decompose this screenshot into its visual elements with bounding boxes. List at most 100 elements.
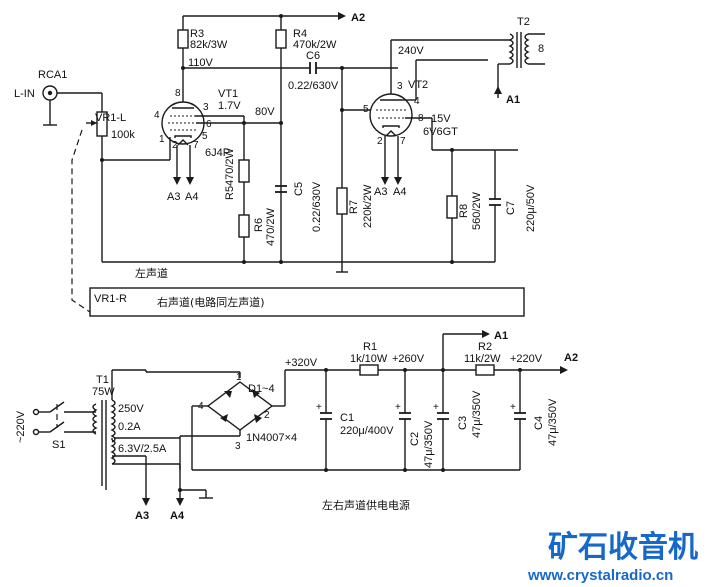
r8-label: R8 [458, 204, 470, 218]
heater-winding: 6.3V/2.5A [118, 443, 167, 455]
rail-a2-bottom: A2 [564, 352, 578, 364]
c3-label: C3 [457, 416, 469, 430]
t2-pin-8: 8 [538, 43, 544, 55]
r3-value: 82k/3W [190, 39, 228, 51]
node-80v: 80V [255, 106, 275, 118]
heater-out-a4: A4 [170, 510, 185, 522]
c5-value: 0.22/630V [311, 181, 323, 232]
mains-input: ~220V S1 [15, 401, 96, 451]
heater-a3-2: A3 [374, 186, 387, 198]
input-section: RCA1 L-IN VR1-L 100k [14, 69, 170, 313]
t2-primary-coil [508, 33, 514, 65]
resistor-r2: R2 11k/2W +220V [464, 341, 560, 376]
diode-icon [220, 414, 228, 422]
arrow-down-icon [176, 498, 184, 506]
right-channel-block [89, 287, 525, 317]
r4-body [275, 29, 287, 49]
wiper-arrow-icon [91, 120, 97, 126]
r7-body [336, 187, 348, 215]
arrow-right-icon [338, 12, 346, 20]
c7-value: 220μ/50V [525, 184, 537, 232]
arrow-down-icon [381, 177, 389, 185]
r4-label: R4 [293, 28, 307, 40]
node-320v: +320V [285, 357, 318, 369]
pin-label: 4 [154, 110, 160, 121]
capacitor-c4: + C4 47μ/350V [510, 370, 559, 470]
pin-label: 7 [400, 136, 406, 147]
psu-label: 左右声道供电电源 [322, 498, 410, 512]
switch-s1-label: S1 [52, 439, 65, 451]
t1-hv-coil [110, 399, 116, 443]
site-watermark: 矿石收音机 www.crystalradio.cn [527, 530, 698, 584]
pin-label: 8 [175, 88, 181, 99]
node-15v: 15V [431, 113, 451, 125]
arrow-down-icon [394, 177, 402, 185]
c5-label: C5 [293, 182, 305, 196]
watermark-logo-text: 矿石收音机 [548, 530, 698, 565]
svg-text:+: + [395, 402, 401, 413]
t1-primary-coil [92, 403, 98, 435]
bridge-pin: 2 [264, 410, 270, 421]
heater-a4: A4 [185, 191, 198, 203]
arrow-down-icon [186, 177, 194, 185]
resistor-r3: R3 82k/3W 110V [177, 16, 228, 69]
pin-label: 3 [397, 81, 403, 92]
vr1r-label: VR1-R [94, 293, 127, 305]
node-240v: 240V [398, 45, 424, 57]
bridge-label: D1~4 [248, 383, 275, 395]
pin-label: 6 [206, 119, 212, 130]
t1-label: T1 [96, 374, 109, 386]
vr1l-label: VR1-L [95, 112, 126, 124]
resistor-r7: R7 220k/2W [336, 68, 374, 262]
arrow-down-icon [173, 177, 181, 185]
r8-value: 560/2W [471, 191, 483, 230]
resistor-r8: R8 560/2W [446, 150, 483, 262]
arrow-down-icon [142, 498, 150, 506]
r6-value: 470/2W [265, 207, 277, 246]
r1-label: R1 [363, 341, 377, 353]
hv-winding-voltage: 250V [118, 403, 144, 415]
tube2-type: 6V6GT [423, 126, 458, 138]
r2-body [475, 364, 495, 376]
capacitor-c1: + C1 220μ/400V [316, 370, 394, 470]
left-channel-label: 左声道 [135, 266, 168, 280]
gang-link [71, 129, 91, 313]
r7-label: R7 [348, 200, 360, 214]
vr1l-value: 100k [111, 129, 135, 141]
heater-a3: A3 [167, 191, 180, 203]
arrow-right-icon [560, 366, 568, 374]
c3-value: 47μ/350V [471, 390, 483, 438]
resistor-r1: R1 1k/10W +260V [350, 341, 480, 376]
pin-label: 3 [203, 102, 209, 113]
capacitor-c7: C7 220μ/50V [489, 150, 537, 262]
bridge-pin: 1 [236, 372, 242, 383]
t2-secondary-coil [524, 33, 530, 65]
c4-label: C4 [533, 416, 545, 430]
t1-heater-coil [110, 439, 116, 465]
terminal-icon [32, 428, 40, 436]
rail-a1-bottom: A1 [494, 330, 508, 342]
node-260v: +260V [392, 353, 425, 365]
vt1-label: VT1 [218, 88, 238, 100]
r1-body [359, 364, 379, 376]
diode-icon [254, 414, 262, 423]
pin-label: 2 [377, 136, 383, 147]
bridge-pin: 3 [235, 441, 241, 452]
t2-label: T2 [517, 16, 530, 28]
r5-body [238, 159, 250, 183]
heater-out-a3: A3 [135, 510, 149, 522]
r1-value: 1k/10W [350, 353, 388, 365]
c1-label: C1 [340, 412, 354, 424]
diode-icon [224, 391, 232, 398]
c4-value: 47μ/350V [547, 398, 559, 446]
watermark-url: www.crystalradio.cn [527, 567, 673, 584]
tube-vt1: 8 4 3 1 2 6 5 7 VT1 1.7V 6J4P A3 A4 [154, 64, 246, 203]
resistor-r5: R5 470/2W [224, 147, 250, 215]
resistor-r4: R4 470k/2W [275, 16, 337, 262]
r2-label: R2 [478, 341, 492, 353]
heater-a4-2: A4 [393, 186, 406, 198]
r7-value: 220k/2W [362, 184, 374, 228]
r4-value: 470k/2W [293, 39, 337, 51]
r6-label: R6 [253, 218, 265, 232]
